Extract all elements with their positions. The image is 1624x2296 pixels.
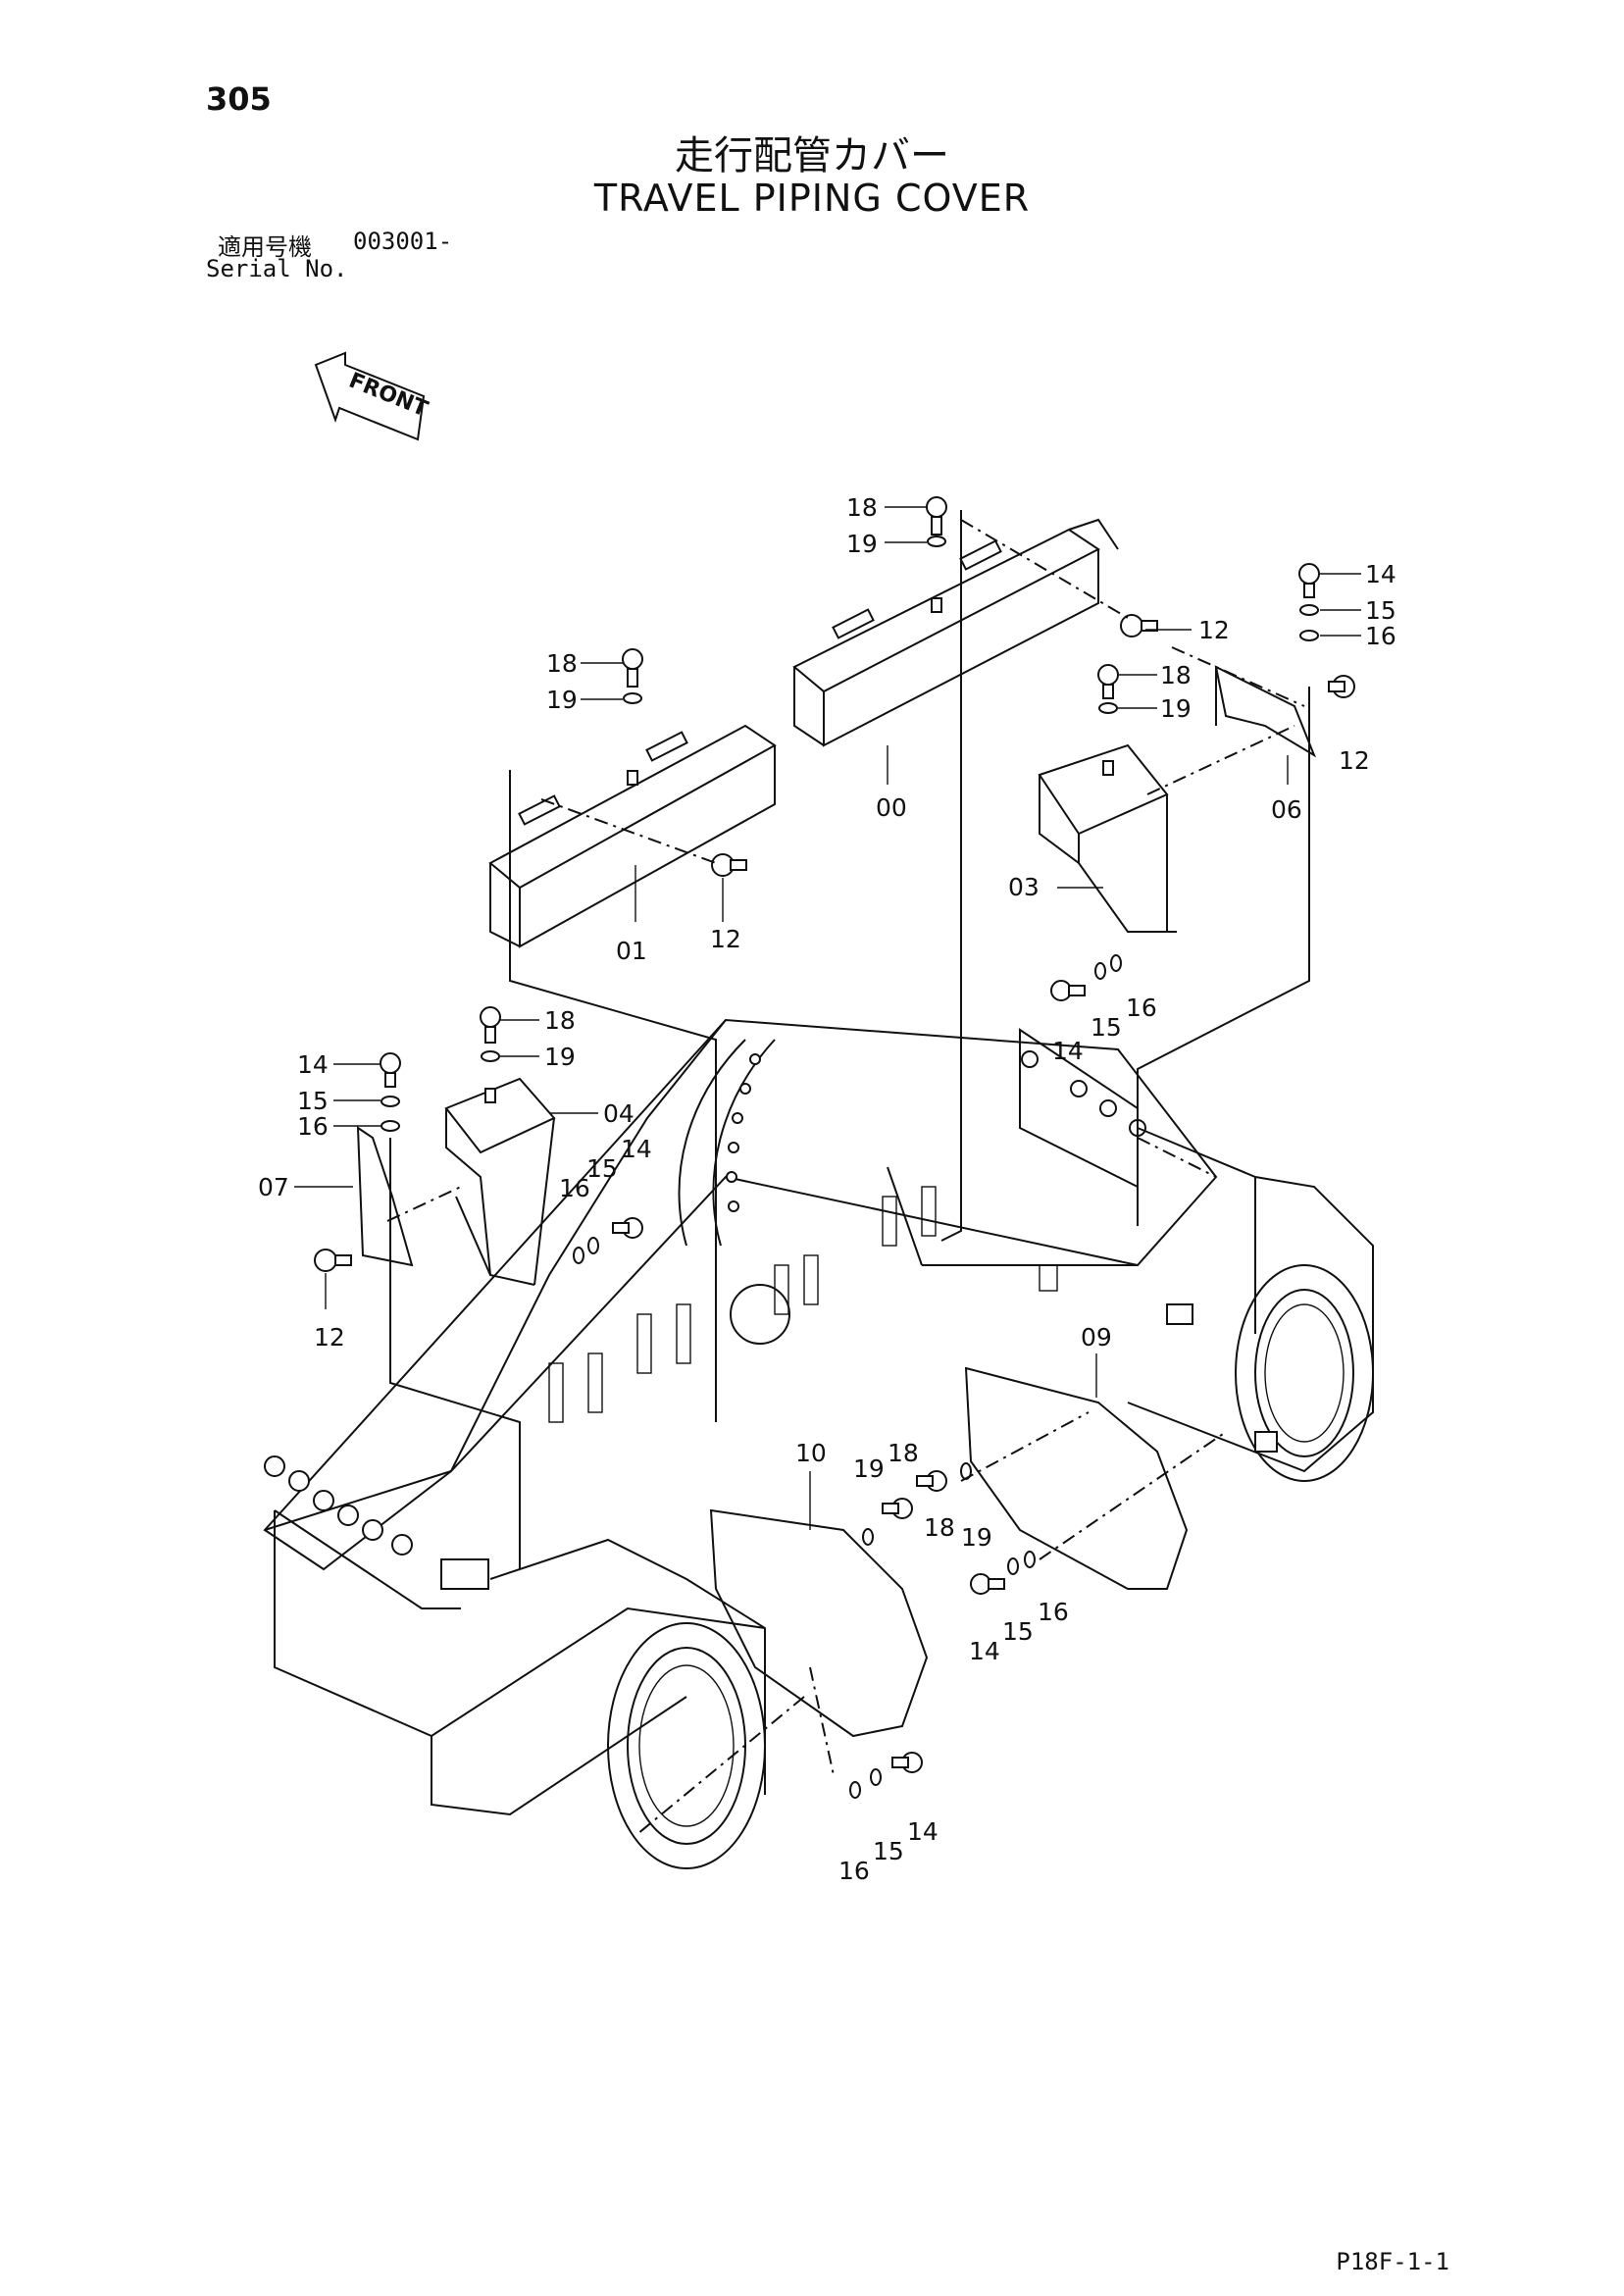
callout-label: 12	[1339, 746, 1370, 775]
title-japanese: 走行配管カバー	[675, 133, 949, 179]
part-00-cover	[792, 518, 1119, 747]
part-10-plate	[709, 1508, 929, 1738]
callout-label: 16	[559, 1174, 590, 1202]
callout-label: 15	[586, 1154, 618, 1183]
callout-label: 03	[1008, 873, 1040, 901]
callout-label: 06	[1271, 795, 1302, 824]
part-07-plate	[356, 1126, 414, 1267]
callout-labels: 18 19 12 00 14 15 16 12 06 18 19 01 12 1…	[258, 493, 1396, 1885]
callout-label: 00	[876, 793, 907, 822]
callout-label: 16	[1038, 1598, 1069, 1626]
footer-page-code: P18F-1-1	[1336, 2248, 1449, 2275]
part-04-bracket	[444, 1077, 556, 1286]
callout-label: 19	[546, 686, 578, 714]
callout-label: 18	[546, 649, 578, 678]
callout-label: 15	[873, 1837, 904, 1865]
part-06-plate	[1214, 665, 1317, 758]
callout-label: 14	[297, 1050, 329, 1079]
serial-label-japanese: 適用号機	[218, 233, 312, 261]
callout-label: 16	[297, 1112, 329, 1141]
leader-lines	[294, 506, 1361, 1835]
callout-label: 19	[853, 1454, 885, 1483]
callout-label: 10	[795, 1439, 827, 1467]
callout-label: 15	[1091, 1013, 1122, 1042]
callout-label: 16	[1126, 994, 1157, 1022]
callout-label: 15	[297, 1087, 329, 1115]
callout-label: 14	[1052, 1037, 1084, 1065]
callout-label: 12	[314, 1323, 345, 1352]
callout-label: 18	[846, 493, 878, 522]
front-arrow-icon: FRONT	[314, 351, 431, 441]
callout-label: 16	[838, 1857, 870, 1885]
callout-label: 04	[603, 1099, 634, 1128]
part-01-cover	[488, 724, 777, 948]
front-arrow-label: FRONT	[345, 369, 431, 423]
hardware	[314, 496, 1355, 1799]
track-frame	[263, 1018, 1374, 1869]
callout-label: 14	[1365, 560, 1396, 588]
callout-label: 14	[621, 1135, 652, 1163]
callout-label: 12	[710, 925, 741, 953]
callout-label: 01	[616, 937, 647, 965]
callout-label: 18	[1160, 661, 1192, 689]
callout-label: 12	[1198, 616, 1230, 644]
callout-label: 19	[846, 530, 878, 558]
callout-label: 18	[544, 1006, 576, 1035]
serial-label-english: Serial No.	[206, 255, 348, 282]
callout-label: 15	[1002, 1617, 1034, 1646]
title-english: TRAVEL PIPING COVER	[593, 177, 1031, 220]
part-09-plate	[964, 1366, 1189, 1590]
callout-label: 18	[924, 1513, 955, 1542]
callout-label: 15	[1365, 596, 1396, 625]
callout-label: 19	[544, 1043, 576, 1071]
callout-label: 14	[907, 1817, 939, 1846]
callout-label: 09	[1081, 1323, 1112, 1352]
callout-label: 18	[888, 1439, 919, 1467]
callout-label: 19	[1160, 694, 1192, 723]
page-number: 305	[206, 80, 272, 118]
serial-number-value: 003001-	[353, 228, 453, 255]
callout-label: 14	[969, 1637, 1000, 1665]
callout-label: 16	[1365, 622, 1396, 650]
part-03-bracket	[1038, 743, 1177, 933]
callout-label: 19	[961, 1523, 992, 1552]
callout-label: 07	[258, 1173, 289, 1201]
